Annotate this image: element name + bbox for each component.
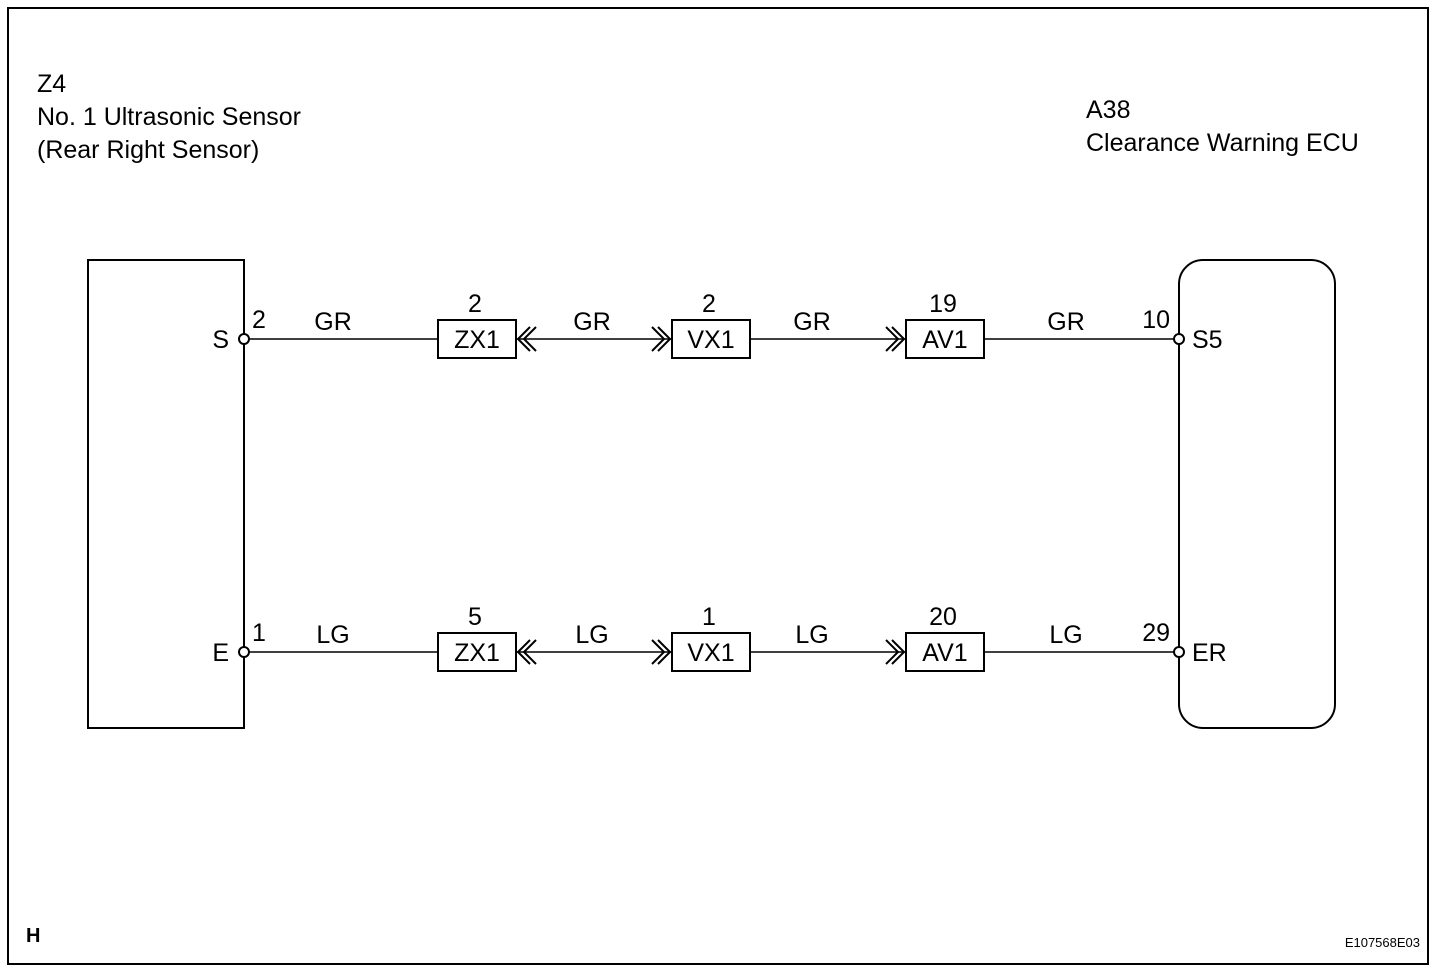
junction-chevron [522, 326, 537, 352]
junction-chevron [885, 326, 900, 352]
sensor-terminal-circle [238, 646, 250, 658]
connector-box [437, 632, 517, 672]
connector-name: VX1 [687, 326, 734, 354]
junction-chevron [885, 639, 900, 665]
junction-chevron [891, 326, 906, 352]
ecu-terminal-label: ER [1192, 639, 1227, 667]
ecu-code: A38 [1086, 96, 1130, 124]
sensor-terminal-circle [238, 333, 250, 345]
wire-color-label: LG [1049, 621, 1082, 649]
wire-color-label: LG [316, 621, 349, 649]
wire-color-label: LG [575, 621, 608, 649]
sensor-pin-number: 2 [252, 306, 266, 334]
connector-name: ZX1 [454, 326, 500, 354]
sensor-code: Z4 [37, 70, 66, 98]
connector-pin-number: 19 [929, 290, 957, 318]
junction-chevron [651, 326, 666, 352]
figure-id: E107568E03 [1345, 935, 1420, 950]
sensor-name: No. 1 Ultrasonic Sensor [37, 103, 301, 131]
wire-color-label: GR [793, 308, 831, 336]
connector-box [905, 632, 985, 672]
sensor-position: (Rear Right Sensor) [37, 136, 259, 164]
connector-pin-number: 5 [468, 603, 482, 631]
ecu-box [1178, 259, 1336, 729]
connector-name: AV1 [922, 326, 967, 354]
junction-chevron [516, 639, 531, 665]
ecu-terminal-circle [1173, 333, 1185, 345]
ecu-pin-number: 29 [1142, 619, 1170, 647]
ecu-pin-number: 10 [1142, 306, 1170, 334]
wire-color-label: LG [795, 621, 828, 649]
connector-box [437, 319, 517, 359]
connector-pin-number: 2 [468, 290, 482, 318]
junction-chevron [657, 639, 672, 665]
connector-pin-number: 1 [702, 603, 716, 631]
connector-name: VX1 [687, 639, 734, 667]
footer-mark: H [26, 925, 40, 947]
wire-color-label: GR [314, 308, 352, 336]
junction-chevron [651, 639, 666, 665]
ecu-terminal-circle [1173, 646, 1185, 658]
connector-box [671, 632, 751, 672]
junction-chevron [657, 326, 672, 352]
ecu-terminal-label: S5 [1192, 326, 1223, 354]
sensor-pin-number: 1 [252, 619, 266, 647]
junction-chevron [516, 326, 531, 352]
connector-name: ZX1 [454, 639, 500, 667]
sensor-terminal-label: S [212, 326, 229, 354]
connector-box [905, 319, 985, 359]
junction-chevron [891, 639, 906, 665]
connector-box [671, 319, 751, 359]
connector-pin-number: 2 [702, 290, 716, 318]
wire-color-label: GR [1047, 308, 1085, 336]
connector-pin-number: 20 [929, 603, 957, 631]
sensor-terminal-label: E [212, 639, 229, 667]
sensor-box [87, 259, 245, 729]
junction-chevron [522, 639, 537, 665]
connector-name: AV1 [922, 639, 967, 667]
ecu-name: Clearance Warning ECU [1086, 129, 1359, 157]
diagram-frame [7, 7, 1429, 965]
wire-color-label: GR [573, 308, 611, 336]
